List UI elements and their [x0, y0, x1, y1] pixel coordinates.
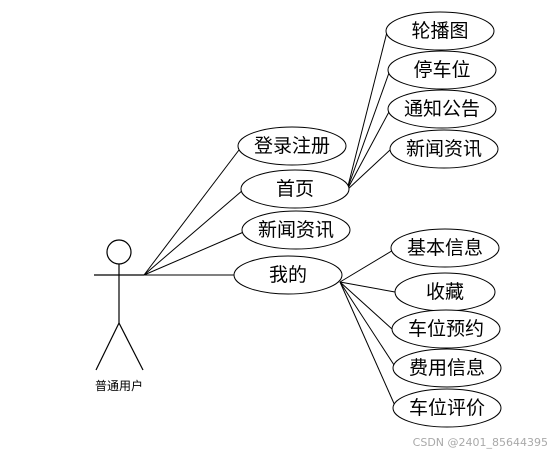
use-case-login[interactable]: 登录注册	[237, 126, 347, 166]
home-to-news	[346, 149, 391, 191]
use-case-favorites[interactable]: 收藏	[394, 272, 496, 312]
use-case-home-news-label: 新闻资讯	[406, 138, 482, 160]
home-to-notice	[346, 109, 391, 191]
use-case-mine-label: 我的	[269, 264, 307, 286]
use-case-carousel-label: 轮播图	[411, 20, 468, 42]
mine-to-reservation	[339, 281, 393, 330]
actor-figure	[94, 239, 144, 371]
home-to-carousel	[346, 31, 388, 191]
use-case-reservation[interactable]: 车位预约	[391, 309, 501, 349]
use-case-home-label: 首页	[276, 178, 314, 200]
use-case-carousel[interactable]: 轮播图	[385, 11, 495, 51]
use-case-login-label: 登录注册	[254, 135, 330, 157]
use-case-basic-info[interactable]: 基本信息	[390, 228, 500, 268]
actor-left-leg	[95, 322, 120, 371]
use-case-home[interactable]: 首页	[240, 169, 350, 209]
watermark: CSDN @2401_85644395	[413, 436, 548, 449]
use-case-notice-label: 通知公告	[404, 98, 480, 120]
use-case-home-news[interactable]: 新闻资讯	[389, 129, 499, 169]
mine-to-favorites	[339, 281, 396, 293]
use-case-basic-info-label: 基本信息	[407, 237, 483, 259]
use-case-favorites-label: 收藏	[426, 281, 464, 303]
actor-label: 普通用户	[95, 378, 143, 393]
mine-relations	[339, 248, 397, 409]
use-case-rating-label: 车位评价	[409, 397, 485, 419]
assoc-home	[143, 189, 244, 276]
use-case-parking-label: 停车位	[413, 59, 470, 81]
use-case-news-label: 新闻资讯	[258, 219, 334, 241]
home-to-parking	[346, 69, 391, 191]
assoc-login	[143, 145, 243, 276]
use-case-notice[interactable]: 通知公告	[387, 89, 497, 129]
use-case-fees-label: 费用信息	[409, 357, 485, 379]
use-case-reservation-label: 车位预约	[408, 318, 484, 340]
actor-head	[106, 239, 132, 265]
use-case-parking[interactable]: 停车位	[387, 50, 497, 90]
mine-to-basic-info	[339, 248, 396, 283]
home-relations	[346, 31, 391, 191]
use-case-rating[interactable]: 车位评价	[392, 388, 502, 428]
actor-right-leg	[118, 322, 144, 371]
use-case-fees[interactable]: 费用信息	[392, 348, 502, 388]
mine-to-fees	[339, 281, 397, 369]
use-case-news[interactable]: 新闻资讯	[241, 210, 351, 250]
actor-associations	[143, 145, 247, 276]
assoc-news	[143, 230, 247, 276]
use-case-mine[interactable]: 我的	[233, 255, 343, 295]
mine-to-rating	[339, 281, 397, 409]
